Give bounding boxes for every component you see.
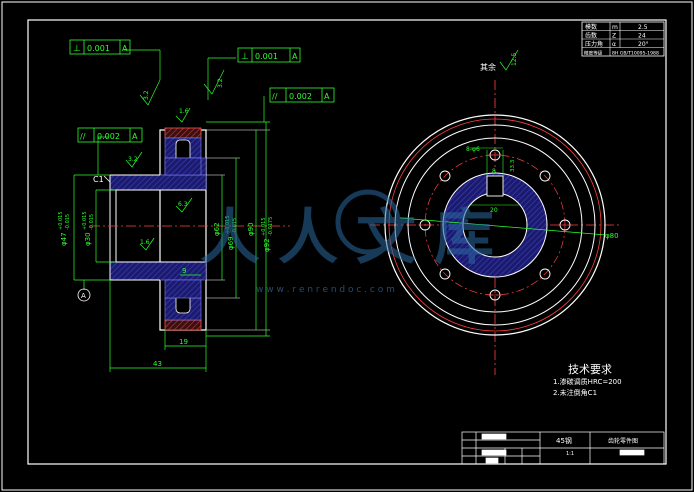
dim-d92: φ92 bbox=[263, 238, 271, 252]
tol-parallel-right-val: 0.002 bbox=[289, 92, 312, 101]
inner-border bbox=[27, 19, 667, 465]
tol-parallel-left-val: 0.002 bbox=[97, 132, 120, 141]
param-sym-2: α bbox=[612, 41, 616, 48]
tol-parallel-left: // 0.002 A bbox=[77, 127, 143, 143]
dim-key-depth: 33.3 bbox=[510, 159, 516, 172]
tech-req-line-2: 2.未注倒角C1 bbox=[553, 388, 597, 397]
param-name-3: 精度等级 bbox=[584, 50, 603, 57]
param-val-2: 20° bbox=[638, 41, 649, 48]
title-scale: 1:1 bbox=[566, 451, 574, 457]
tol-perp-top-left-val: 0.001 bbox=[87, 44, 110, 53]
dim-hole-label: 8-φ6 bbox=[466, 146, 480, 153]
watermark-text: 人人文库 bbox=[200, 203, 512, 273]
vertical-dimensions bbox=[73, 121, 270, 372]
param-name-2: 压力角 bbox=[585, 40, 603, 48]
tech-req-line-1: 1.渗碳调质HRC=200 bbox=[553, 377, 622, 386]
params-table: 模数 m 2.5 齿数 Z 24 压力角 α 20° 精度等级 8H GB/T1… bbox=[581, 21, 665, 57]
dim-d90: φ90 bbox=[247, 222, 255, 236]
param-sym-0: m bbox=[612, 24, 618, 31]
tol-parallel-left-sym: // bbox=[80, 132, 86, 141]
dim-d47-tol-l: -0.015 bbox=[65, 214, 71, 230]
param-name-0: 模数 bbox=[585, 23, 597, 31]
tol-perp-top-mid-sym: ⊥ bbox=[241, 52, 249, 62]
dim-d92-tol-l: -0.0175 bbox=[268, 217, 274, 236]
title-name: 齿轮零件图 bbox=[608, 437, 638, 445]
tolerance-leaders bbox=[97, 49, 265, 175]
dim-d69-tol-u: +0.015 bbox=[225, 215, 231, 234]
tol-perp-top-left-datum: A bbox=[122, 44, 128, 53]
roughness-r4: 3.2 bbox=[128, 156, 138, 163]
tol-perp-top-mid: ⊥ 0.001 A bbox=[237, 47, 301, 63]
dim-d30-tol-l: -0.015 bbox=[89, 214, 95, 230]
tol-parallel-right-datum: A bbox=[324, 92, 330, 101]
dim-d80: φ80 bbox=[605, 232, 619, 240]
datum-a-label: A bbox=[81, 292, 86, 300]
dim-d69: φ69 bbox=[227, 236, 235, 250]
roughness-rest-value: 12.5 bbox=[511, 52, 518, 66]
tol-perp-top-mid-datum: A bbox=[292, 52, 298, 61]
tol-perp-top-left: ⊥ 0.001 A bbox=[69, 39, 131, 55]
tol-perp-top-left-sym: ⊥ bbox=[73, 44, 81, 54]
tol-perp-top-mid-val: 0.001 bbox=[255, 52, 278, 61]
tol-parallel-right-sym: // bbox=[272, 92, 278, 101]
param-val-0: 2.5 bbox=[638, 24, 648, 31]
dim-w19: 19 bbox=[179, 338, 188, 346]
dim-d30-tol-u: +0.015 bbox=[82, 211, 88, 230]
title-block bbox=[461, 431, 665, 465]
watermark: 人人文库 w w w . r e n r e n d o c . c o m bbox=[200, 189, 512, 295]
roughness-r3: 1.6 bbox=[179, 108, 189, 115]
param-val-1: 24 bbox=[638, 33, 646, 40]
section-view bbox=[90, 127, 290, 331]
param-val-3: 8H GB/T10095-1988 bbox=[612, 51, 659, 57]
dim-d47-tol-u: +0.015 bbox=[58, 211, 64, 230]
dim-w43: 43 bbox=[153, 360, 162, 368]
dim-d69-tol-l: -0.015 bbox=[232, 218, 238, 234]
roughness-r2: 3.2 bbox=[217, 78, 224, 88]
roughness-symbols bbox=[125, 49, 519, 251]
tech-req-title: 技术要求 bbox=[568, 363, 612, 376]
param-sym-1: Z bbox=[612, 33, 616, 40]
roughness-r5: 6.3 bbox=[178, 201, 188, 208]
title-material: 45钢 bbox=[556, 436, 572, 445]
roughness-r1: 3.2 bbox=[143, 90, 150, 100]
dim-chamfer: C1 bbox=[93, 175, 104, 184]
dim-key-num: 20 bbox=[490, 207, 498, 214]
tol-parallel-left-datum: A bbox=[132, 132, 138, 141]
watermark-url: w w w . r e n r e n d o c . c o m bbox=[256, 285, 395, 295]
tech-requirements: 技术要求 1.渗碳调质HRC=200 2.未注倒角C1 bbox=[553, 363, 622, 397]
dim-d47: φ47 bbox=[60, 232, 68, 246]
roughness-r6: 1.6 bbox=[140, 239, 150, 246]
dim-d30: φ30 bbox=[84, 232, 92, 246]
dim-d62: φ62 bbox=[213, 222, 221, 236]
dim-w9: 9 bbox=[182, 267, 186, 275]
dim-key-width: 8 bbox=[492, 168, 496, 175]
datum-a: A bbox=[77, 280, 91, 302]
tol-parallel-right: // 0.002 A bbox=[269, 87, 335, 103]
param-name-1: 齿数 bbox=[585, 32, 597, 40]
dim-d92-tol-u: +0.015 bbox=[261, 217, 267, 236]
front-view bbox=[370, 80, 620, 375]
roughness-rest-label: 其余 bbox=[480, 62, 496, 72]
